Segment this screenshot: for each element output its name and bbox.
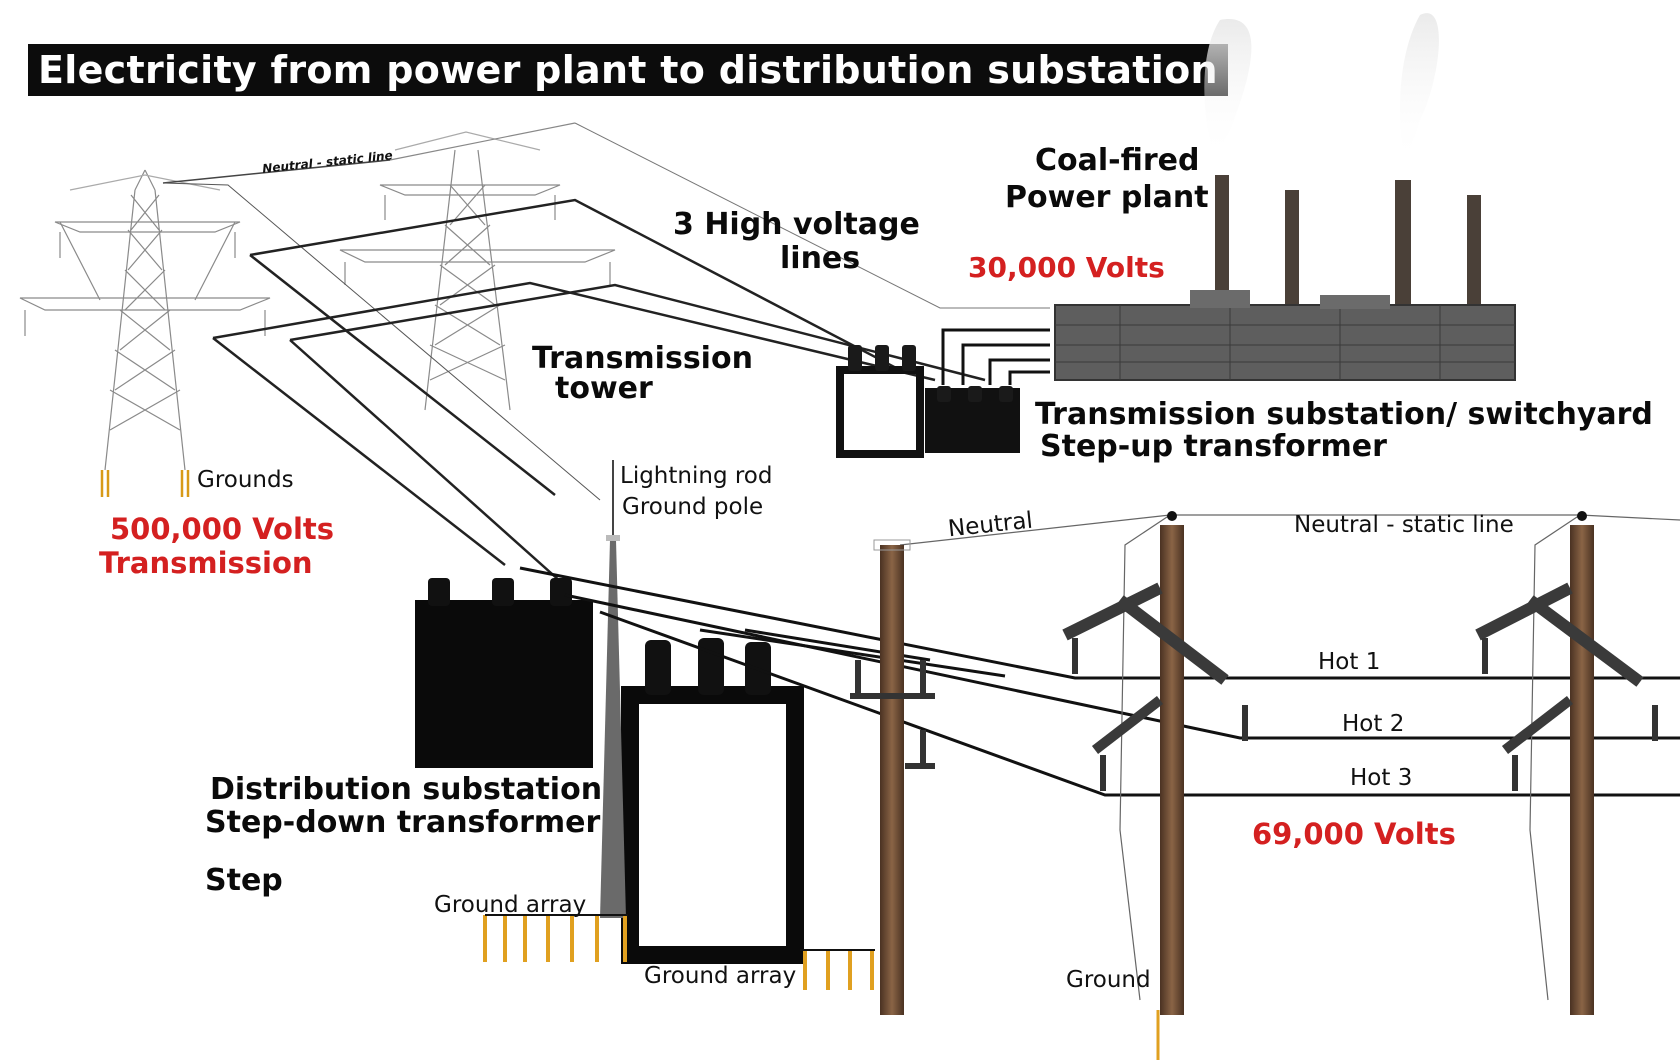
plant-output-wires bbox=[941, 328, 1050, 385]
utility-pole-1 bbox=[1062, 511, 1248, 1015]
coal-power-plant bbox=[1054, 13, 1516, 381]
ground-array-mid bbox=[800, 949, 875, 990]
title-bar: Electricity from power plant to distribu… bbox=[28, 44, 1228, 96]
voltage-500k-label-2: Transmission bbox=[99, 546, 313, 580]
tower-ground-rods bbox=[100, 470, 190, 497]
transmission-tower-label-1: Transmission bbox=[532, 341, 753, 376]
ground-array-left-label: Ground array bbox=[434, 892, 587, 918]
ground-array-mid-label: Ground array bbox=[644, 963, 797, 989]
neutral-static-line-label-right: Neutral - static line bbox=[1294, 512, 1514, 538]
transmission-tower-left bbox=[19, 169, 271, 471]
transmission-substation-label-2: Step-up transformer bbox=[1040, 429, 1387, 464]
hot-1-label: Hot 1 bbox=[1318, 649, 1381, 675]
coal-plant-label-2: Power plant bbox=[1005, 180, 1209, 215]
distribution-substation-label-2: Step-down transformer bbox=[205, 805, 601, 840]
voltage-69k-label: 69,000 Volts bbox=[1252, 817, 1456, 851]
grounds-label: Grounds bbox=[197, 467, 294, 493]
hot-2-label: Hot 2 bbox=[1342, 711, 1405, 737]
utility-pole-2 bbox=[1475, 511, 1658, 1015]
high-voltage-lines-label-2: lines bbox=[780, 241, 861, 276]
lightning-rod-label-2: Ground pole bbox=[622, 494, 764, 520]
ground-array-left bbox=[483, 914, 628, 962]
transmission-tower-label-2: tower bbox=[555, 371, 653, 406]
distribution-feeders bbox=[519, 566, 1680, 797]
hot-3-label: Hot 3 bbox=[1350, 765, 1413, 791]
ground-right-label: Ground bbox=[1066, 967, 1151, 993]
voltage-30k-label: 30,000 Volts bbox=[968, 251, 1165, 284]
diagram-title: Electricity from power plant to distribu… bbox=[38, 48, 1218, 92]
step-fragment-label: Step bbox=[205, 863, 283, 898]
wood-pole-substation bbox=[850, 539, 935, 1015]
coal-plant-label-1: Coal-fired bbox=[1035, 143, 1200, 178]
transmission-substation-label-1: Transmission substation/ switchyard bbox=[1035, 397, 1653, 432]
lightning-rod-pole bbox=[600, 460, 626, 918]
distribution-substation-label-1: Distribution substation bbox=[210, 772, 603, 807]
high-voltage-lines-label-1: 3 High voltage bbox=[673, 207, 920, 242]
step-up-transformer bbox=[836, 345, 1020, 458]
transmission-tower-right bbox=[339, 131, 616, 411]
voltage-500k-label-1: 500,000 Volts bbox=[110, 512, 335, 546]
lightning-rod-label-1: Lightning rod bbox=[620, 463, 773, 489]
